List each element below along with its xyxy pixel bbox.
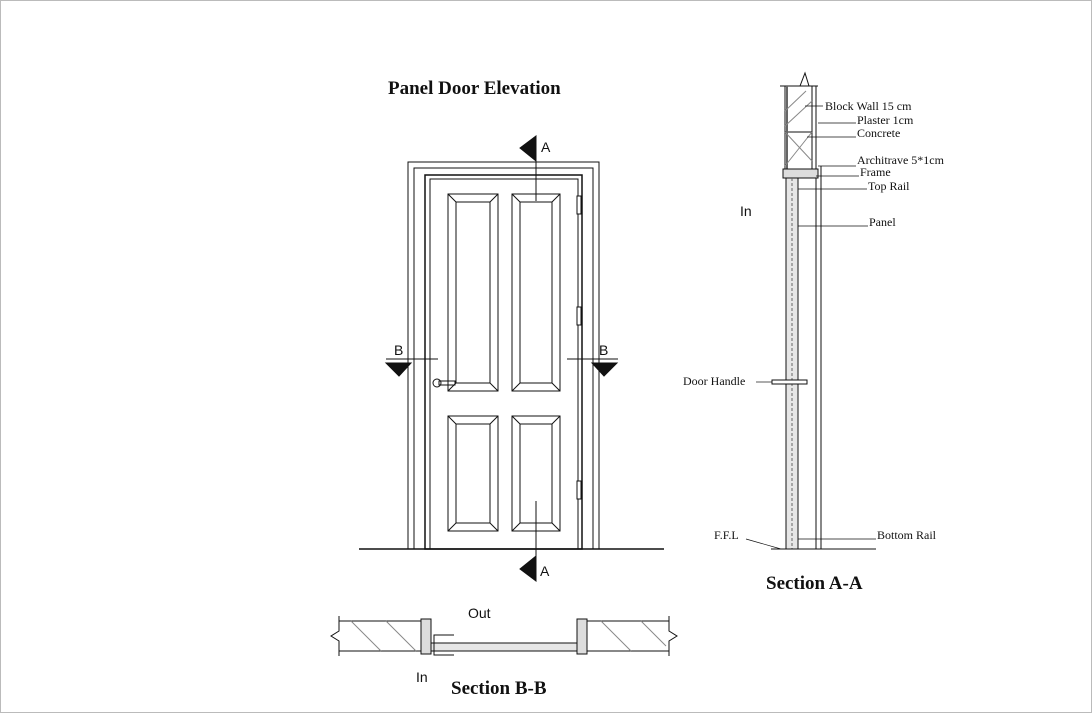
marker-a-top: A	[541, 139, 551, 155]
label-architrave: Architrave 5*1cm	[857, 153, 944, 167]
hinges	[576, 195, 582, 500]
section-bb-title: Section B-B	[451, 678, 547, 699]
section-bb-drawing	[330, 616, 678, 656]
architrave-outline	[407, 161, 600, 550]
section-b-arrow-right	[590, 362, 619, 377]
label-in-aa: In	[740, 203, 752, 219]
elevation-title: Panel Door Elevation	[388, 78, 561, 99]
architrave-inner	[413, 167, 594, 550]
marker-b-left: B	[394, 342, 404, 358]
marker-b-right: B	[599, 342, 609, 358]
door-leaf	[429, 178, 579, 550]
label-bottom-rail: Bottom Rail	[877, 528, 937, 542]
section-aa-title: Section A-A	[766, 573, 863, 594]
label-block-wall: Block Wall 15 cm	[825, 99, 912, 113]
label-out-bb: Out	[468, 605, 491, 621]
label-in-bb: In	[416, 669, 428, 685]
section-b-arrow-left	[384, 362, 413, 377]
marker-a-bottom: A	[540, 563, 550, 579]
label-concrete: Concrete	[857, 126, 901, 140]
label-top-rail: Top Rail	[868, 179, 910, 193]
leader-lines	[745, 105, 876, 550]
label-ffl: F.F.L	[714, 528, 739, 542]
door-panels	[447, 193, 561, 532]
label-door-handle: Door Handle	[683, 374, 746, 388]
door-frame	[424, 174, 583, 550]
door-handle-icon	[432, 378, 456, 388]
door-elevation	[359, 135, 664, 582]
door-handle-section	[771, 379, 808, 385]
section-a-arrow-bottom	[519, 554, 537, 582]
label-frame: Frame	[860, 165, 891, 179]
label-plaster: Plaster 1cm	[857, 113, 914, 127]
section-a-arrow-top	[519, 135, 537, 163]
label-panel: Panel	[869, 215, 896, 229]
section-aa-drawing	[745, 71, 876, 550]
